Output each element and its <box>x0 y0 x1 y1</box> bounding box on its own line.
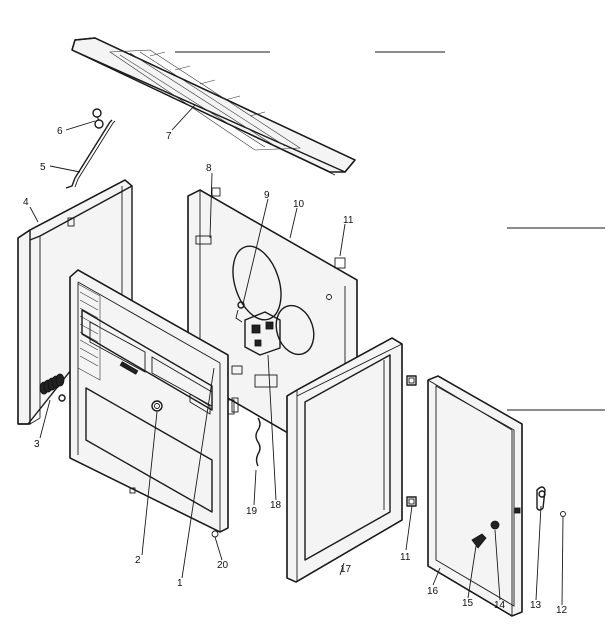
rod-part <box>65 119 116 189</box>
callout-3: 3 <box>34 439 40 450</box>
callout-9: 9 <box>264 190 270 201</box>
callout-1: 1 <box>177 578 183 589</box>
callout-11-bottom: 11 <box>400 552 411 563</box>
callout-5: 5 <box>40 162 46 173</box>
callout-13: 13 <box>530 600 542 611</box>
access-door-part <box>427 375 523 617</box>
clip-right-part <box>406 375 417 507</box>
callout-20: 20 <box>217 560 229 571</box>
callout-12: 12 <box>556 605 568 616</box>
leader-lines <box>29 104 564 606</box>
callout-11-top: 11 <box>343 215 354 226</box>
callout-14: 14 <box>494 600 506 611</box>
top-cover-part <box>71 37 356 176</box>
callout-10: 10 <box>293 199 305 210</box>
clip-part <box>92 108 104 129</box>
callout-19: 19 <box>246 506 258 517</box>
callout-4: 4 <box>23 197 29 208</box>
heating-element-part <box>39 373 66 402</box>
callout-8: 8 <box>206 163 212 174</box>
callout-15: 15 <box>462 598 474 609</box>
callout-2: 2 <box>135 555 141 566</box>
latch-hardware-part <box>471 486 566 549</box>
fastener-part <box>235 301 245 323</box>
callout-18-center: 18 <box>270 500 282 511</box>
callout-6: 6 <box>57 126 63 137</box>
callout-16: 16 <box>427 586 439 597</box>
cable-part <box>255 417 261 467</box>
callout-labels: 7 6 5 4 8 9 10 11 3 2 1 20 19 18 17 11 1… <box>23 126 568 616</box>
callout-17: 17 <box>340 564 352 575</box>
callout-7: 7 <box>166 131 172 142</box>
right-side-panel-part <box>286 337 403 583</box>
front-frame-part <box>69 269 235 538</box>
